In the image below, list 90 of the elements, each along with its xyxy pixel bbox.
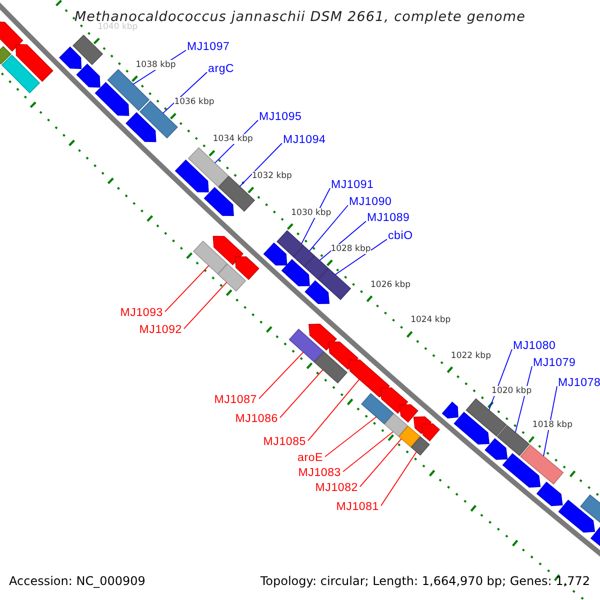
- gene-label: aroE: [298, 452, 323, 464]
- gene-feature: [76, 64, 100, 88]
- gene-feature: [174, 160, 209, 192]
- scale-label: 1038 kbp: [136, 60, 176, 70]
- leader-line: [280, 369, 324, 418]
- scale-label: 1034 kbp: [212, 134, 253, 144]
- scale-label: 1020 kbp: [492, 386, 532, 396]
- gene-label: argC: [208, 62, 234, 76]
- scale-label: 1018 kbp: [532, 420, 572, 430]
- scale-label: 1036 kbp: [174, 97, 214, 108]
- gene-block: [1, 54, 40, 94]
- gene-feature: [126, 112, 156, 142]
- gene-feature: [204, 187, 234, 216]
- gene-block: [398, 426, 420, 448]
- leader-line: [380, 451, 417, 506]
- gene-feature: [94, 82, 130, 116]
- gene-feature: [234, 256, 260, 280]
- leader-line: [239, 142, 282, 187]
- gene-feature: [502, 453, 541, 488]
- gene-block: [520, 444, 564, 485]
- gene-block: [288, 328, 324, 362]
- gene-block: [496, 424, 530, 456]
- gene-feature: [308, 324, 337, 351]
- gene-label: MJ1087: [214, 394, 257, 406]
- gene-feature: [212, 236, 244, 266]
- gene-label: MJ1090: [349, 196, 392, 208]
- gene-block: [318, 268, 352, 300]
- gene-feature: [348, 359, 390, 398]
- gene-block: [361, 393, 394, 424]
- gene-feature: [304, 280, 330, 304]
- leader-line: [308, 204, 348, 252]
- gene-label: MJ1093: [120, 306, 163, 320]
- scale-label: 1022 kbp: [450, 350, 491, 361]
- gene-feature: [442, 402, 458, 418]
- gene-label: MJ1081: [336, 500, 379, 514]
- accession-text: Accession: NC_000909: [9, 574, 146, 588]
- scale-label: 1030 kbp: [291, 208, 332, 218]
- leader-line: [360, 438, 402, 488]
- gene-feature: [16, 44, 54, 82]
- gene-block: [293, 245, 315, 268]
- gene-label: MJ1080: [513, 340, 556, 352]
- leader-line: [162, 72, 208, 114]
- gene-feature: [536, 482, 563, 506]
- gene-block: [192, 240, 228, 274]
- gene-feature: [328, 341, 358, 370]
- gene-block: [218, 264, 246, 292]
- gene-label: MJ1082: [315, 482, 358, 494]
- gene-label: MJ1086: [235, 412, 278, 426]
- gene-block: [107, 68, 150, 111]
- gene-block: [276, 230, 304, 258]
- gene-label: MJ1094: [283, 134, 326, 146]
- gene-block: [466, 398, 507, 437]
- gene-label: MJ1089: [367, 212, 410, 224]
- gene-label: MJ1092: [139, 324, 182, 336]
- gene-feature: [263, 242, 288, 266]
- leader-line: [324, 416, 377, 458]
- gene-label: MJ1083: [298, 466, 341, 480]
- gene-label: MJ1079: [533, 356, 576, 370]
- scale-label: 1026 kbp: [370, 280, 411, 290]
- gene-block: [304, 255, 329, 280]
- gene-label: MJ1078: [558, 376, 600, 390]
- leader-line: [164, 265, 210, 312]
- gene-feature: [380, 387, 408, 414]
- gene-label: MJ1097: [187, 40, 230, 54]
- leader-line: [342, 431, 394, 472]
- gene-feature: [0, 21, 24, 52]
- gene-label: MJ1095: [259, 110, 302, 124]
- gene-label: MJ1091: [331, 178, 374, 192]
- scale-label: 1032 kbp: [252, 171, 292, 182]
- gene-label: MJ1085: [263, 436, 306, 448]
- gene-block: [188, 147, 229, 188]
- gene-feature: [59, 46, 82, 70]
- leader-line: [308, 378, 360, 442]
- gene-feature: [421, 423, 440, 442]
- gene-feature: [454, 412, 490, 444]
- scale-label: 1028 kbp: [330, 244, 371, 254]
- leader-line: [258, 352, 304, 400]
- leader-line: [334, 238, 388, 276]
- gene-block: [0, 46, 12, 64]
- gene-feature: [558, 500, 596, 533]
- leader-line: [184, 282, 228, 330]
- gene-block: [384, 413, 408, 437]
- gene-feature: [285, 262, 310, 286]
- gene-block: [72, 34, 104, 66]
- genome-info-text: Topology: circular; Length: 1,664,970 bp; Genes: 1,772: [260, 574, 590, 588]
- gene-label: cbiO: [388, 230, 413, 242]
- gene-feature: [399, 404, 418, 423]
- gene-block: [410, 436, 430, 456]
- gene-block: [314, 351, 348, 384]
- scale-label: 1024 kbp: [410, 315, 451, 326]
